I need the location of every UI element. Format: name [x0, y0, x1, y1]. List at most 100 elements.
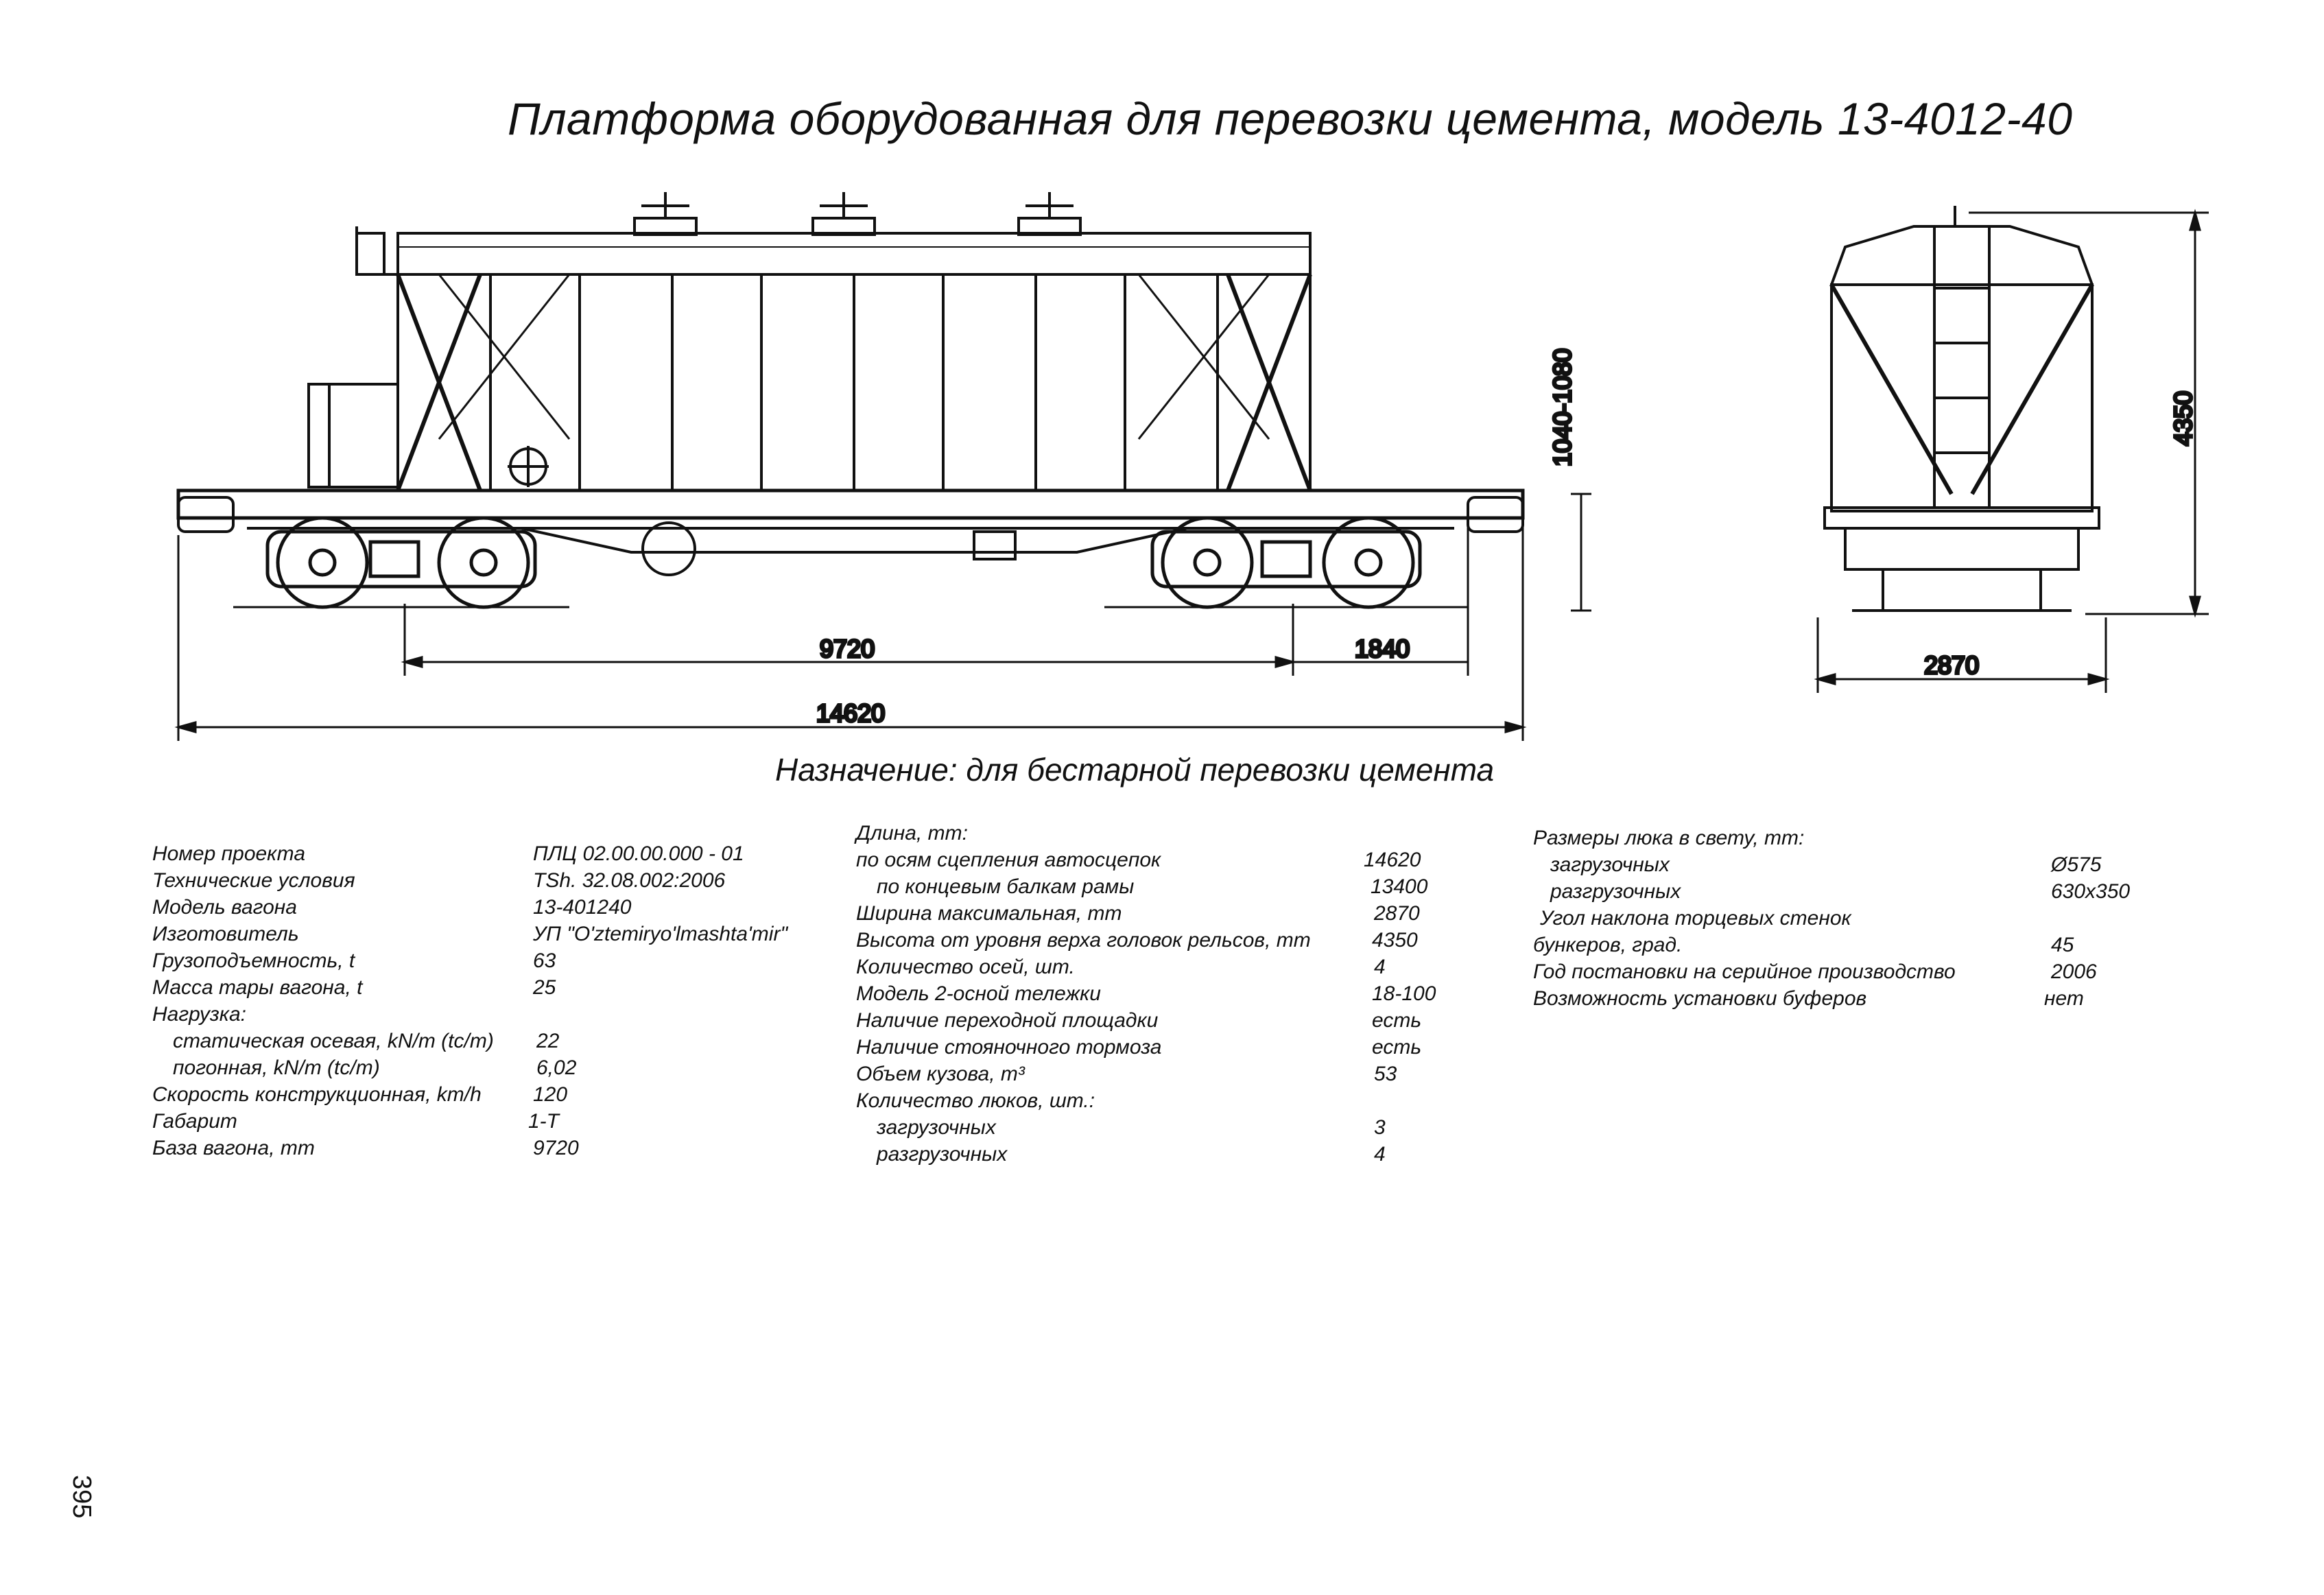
spec-value: 4 [1374, 1143, 1386, 1166]
dim-width-label: 2870 [1924, 651, 1979, 679]
specs-column-1: Номер проекта ПЛЦ 02.00.00.000 - 01 Техни… [152, 840, 838, 1161]
spec-row: разгрузочных 4 [856, 1141, 1515, 1168]
spec-row: Возможность установки буферов нет [1533, 985, 2219, 1012]
dim-length-label: 14620 [816, 699, 885, 727]
dim-base-label: 9720 [820, 635, 875, 663]
spec-value: 18-100 [1372, 982, 1436, 1005]
spec-label: разгрузочных [1550, 880, 1681, 903]
spec-label: Модель вагона [152, 896, 297, 919]
spec-value: УП "O'ztemiryo'lmashta'mir" [533, 923, 788, 945]
spec-label: Технические условия [152, 869, 355, 892]
spec-row: разгрузочных 630x350 [1533, 878, 2219, 905]
spec-label: Изготовитель [152, 923, 299, 945]
spec-label: Количество осей, шт. [856, 956, 1075, 978]
spec-label: Скорость конструкционная, km/h [152, 1083, 482, 1106]
spec-row: Угол наклона торцевых стенок [1533, 905, 2219, 932]
spec-label: Номер проекта [152, 842, 306, 865]
spec-value: 2006 [2051, 960, 2097, 983]
spec-row: Год постановки на серийное производство 2… [1533, 958, 2219, 985]
spec-value: 9720 [533, 1137, 579, 1159]
specs-column-3: Размеры люка в свету, mm: загрузочных Ø57… [1533, 825, 2219, 1012]
document-title: Платформа оборудованная для перевозки це… [508, 93, 2073, 144]
spec-label: Наличие переходной площадки [856, 1009, 1159, 1032]
spec-label: разгрузочных [877, 1143, 1008, 1166]
spec-row: загрузочных 3 [856, 1114, 1515, 1141]
spec-value: нет [2044, 987, 2084, 1010]
spec-row: Объем кузова, m³ 53 [856, 1061, 1515, 1087]
spec-label: Высота от уровня верха головок рельсов, … [856, 929, 1311, 952]
spec-row: по осям сцепления автосцепок 14620 [856, 847, 1515, 873]
spec-label: статическая осевая, kN/m (tc/m) [173, 1030, 494, 1052]
spec-value: 120 [533, 1083, 568, 1106]
spec-row: погонная, kN/m (tc/m) 6,02 [152, 1054, 838, 1081]
spec-row: Высота от уровня верха головок рельсов, … [856, 927, 1515, 954]
spec-label: Возможность установки буферов [1533, 987, 1867, 1010]
spec-value: 13400 [1371, 875, 1428, 898]
spec-row: Количество осей, шт. 4 [856, 954, 1515, 980]
spec-row: Номер проекта ПЛЦ 02.00.00.000 - 01 [152, 840, 838, 867]
spec-label: База вагона, mm [152, 1137, 315, 1159]
spec-value: Ø575 [2051, 853, 2102, 876]
spec-value: 3 [1374, 1116, 1386, 1139]
spec-label: Объем кузова, m³ [856, 1063, 1025, 1085]
spec-row: Скорость конструкционная, km/h 120 [152, 1081, 838, 1108]
spec-value: 1-T [528, 1110, 559, 1133]
spec-row: Технические условия TSh. 32.08.002:2006 [152, 867, 838, 894]
spec-value: 45 [2051, 934, 2074, 956]
spec-row: Размеры люка в свету, mm: [1533, 825, 2219, 851]
spec-row: бункеров, град.45 [1533, 932, 2219, 958]
spec-value: есть [1372, 1036, 1422, 1059]
spec-label: Грузоподъемность, t [152, 949, 355, 972]
spec-label: Габарит [152, 1110, 237, 1133]
spec-value: 25 [533, 976, 556, 999]
spec-value: TSh. 32.08.002:2006 [533, 869, 726, 892]
spec-value: 22 [536, 1030, 560, 1052]
spec-row: Габарит 1-T [152, 1108, 838, 1135]
spec-label: Размеры люка в свету, mm: [1533, 827, 1805, 849]
spec-label: по концевым балкам рамы [877, 875, 1135, 898]
spec-label: загрузочных [1550, 853, 1670, 876]
specs-column-2: Длина, mm: по осям сцепления автосцепок 1… [856, 820, 1515, 1168]
spec-label: Модель 2-осной тележки [856, 982, 1101, 1005]
spec-value: 63 [533, 949, 556, 972]
spec-value: 630x350 [2051, 880, 2131, 903]
spec-row: Количество люков, шт.: [856, 1087, 1515, 1114]
spec-row: Наличие стояночного тормоза есть [856, 1034, 1515, 1061]
spec-label: Ширина максимальная, mm [856, 902, 1122, 925]
spec-row: статическая осевая, kN/m (tc/m) 22 [152, 1028, 838, 1054]
spec-label: Количество люков, шт.: [856, 1089, 1095, 1112]
spec-label: погонная, kN/m (tc/m) [173, 1056, 380, 1079]
spec-value: ПЛЦ 02.00.00.000 - 01 [533, 842, 744, 865]
spec-label: по осям сцепления автосцепок [856, 849, 1161, 871]
spec-row: Наличие переходной площадки есть [856, 1007, 1515, 1034]
spec-label: Год постановки на серийное производство [1533, 960, 1956, 983]
spec-value: 53 [1374, 1063, 1397, 1085]
spec-row: Грузоподъемность, t 63 [152, 947, 838, 974]
spec-value: 14620 [1364, 849, 1421, 871]
spec-label: Наличие стояночного тормоза [856, 1036, 1162, 1059]
spec-row: Длина, mm: [856, 820, 1515, 847]
spec-row: База вагона, mm 9720 [152, 1135, 838, 1161]
page-number: 395 [67, 1475, 96, 1519]
spec-value: 2870 [1374, 902, 1420, 925]
dim-frame-height-label: 1040-1080 [1548, 348, 1576, 466]
spec-row: загрузочных Ø575 [1533, 851, 2219, 878]
end-view-body [1823, 206, 2100, 612]
dim-height-label: 4350 [2169, 391, 2197, 446]
spec-row: Ширина максимальная, mm 2870 [856, 900, 1515, 927]
side-view-dimensions [174, 493, 1591, 741]
spec-value: есть [1372, 1009, 1422, 1032]
spec-row: Нагрузка: [152, 1001, 838, 1028]
spec-value: 6,02 [536, 1056, 577, 1079]
spec-row: Изготовитель УП "O'ztemiryo'lmashta'mir" [152, 921, 838, 947]
spec-value: 4 [1374, 956, 1386, 978]
spec-label: Угол наклона торцевых стенок [1540, 907, 1851, 930]
spec-label: Нагрузка: [152, 1003, 246, 1026]
end-view-dimensions [1814, 209, 2209, 693]
purpose-caption: Назначение: для бестарной перевозки цеме… [775, 752, 1495, 788]
spec-label: загрузочных [877, 1116, 996, 1139]
spec-value: 4350 [1372, 929, 1418, 952]
